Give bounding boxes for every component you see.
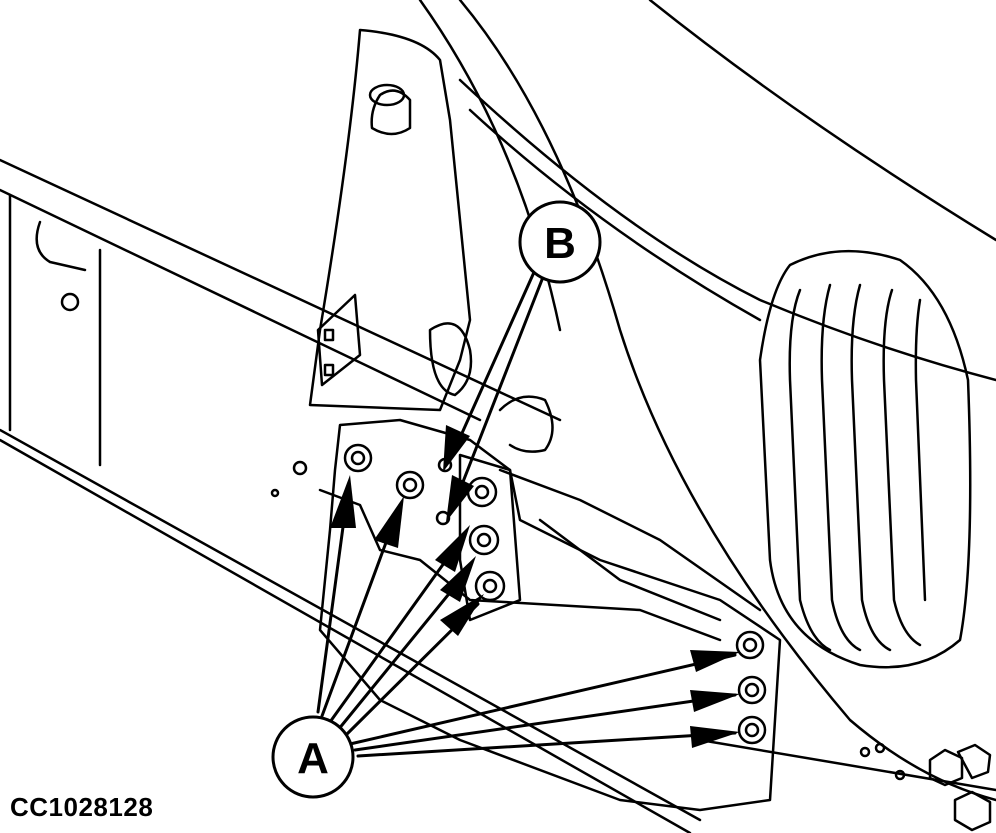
bolt-7 [737, 675, 767, 705]
callout-b-circle [518, 200, 602, 284]
fender-panel [418, 0, 996, 802]
callout-b-label: B [544, 219, 576, 268]
bolt-5 [474, 570, 506, 602]
mounting-bracket [318, 418, 782, 812]
brake-pedal [758, 249, 972, 669]
bolt-group [343, 443, 992, 832]
callout-a-arrowheads [330, 475, 740, 748]
bolt-3 [466, 476, 498, 508]
bolt-6 [735, 630, 765, 660]
callout-b-leaders [448, 268, 547, 512]
callout-a-circle [271, 715, 355, 799]
callout-a-label: A [297, 734, 329, 783]
callout-b-arrowheads [443, 425, 474, 522]
bolt-4 [468, 524, 500, 556]
frame-rail [0, 158, 996, 833]
pedal-support-bracket [308, 28, 554, 453]
figure-id-label: CC1028128 [10, 792, 154, 822]
bolt-2 [395, 470, 425, 500]
bolt-8 [737, 715, 767, 745]
bolt-1 [343, 443, 373, 473]
